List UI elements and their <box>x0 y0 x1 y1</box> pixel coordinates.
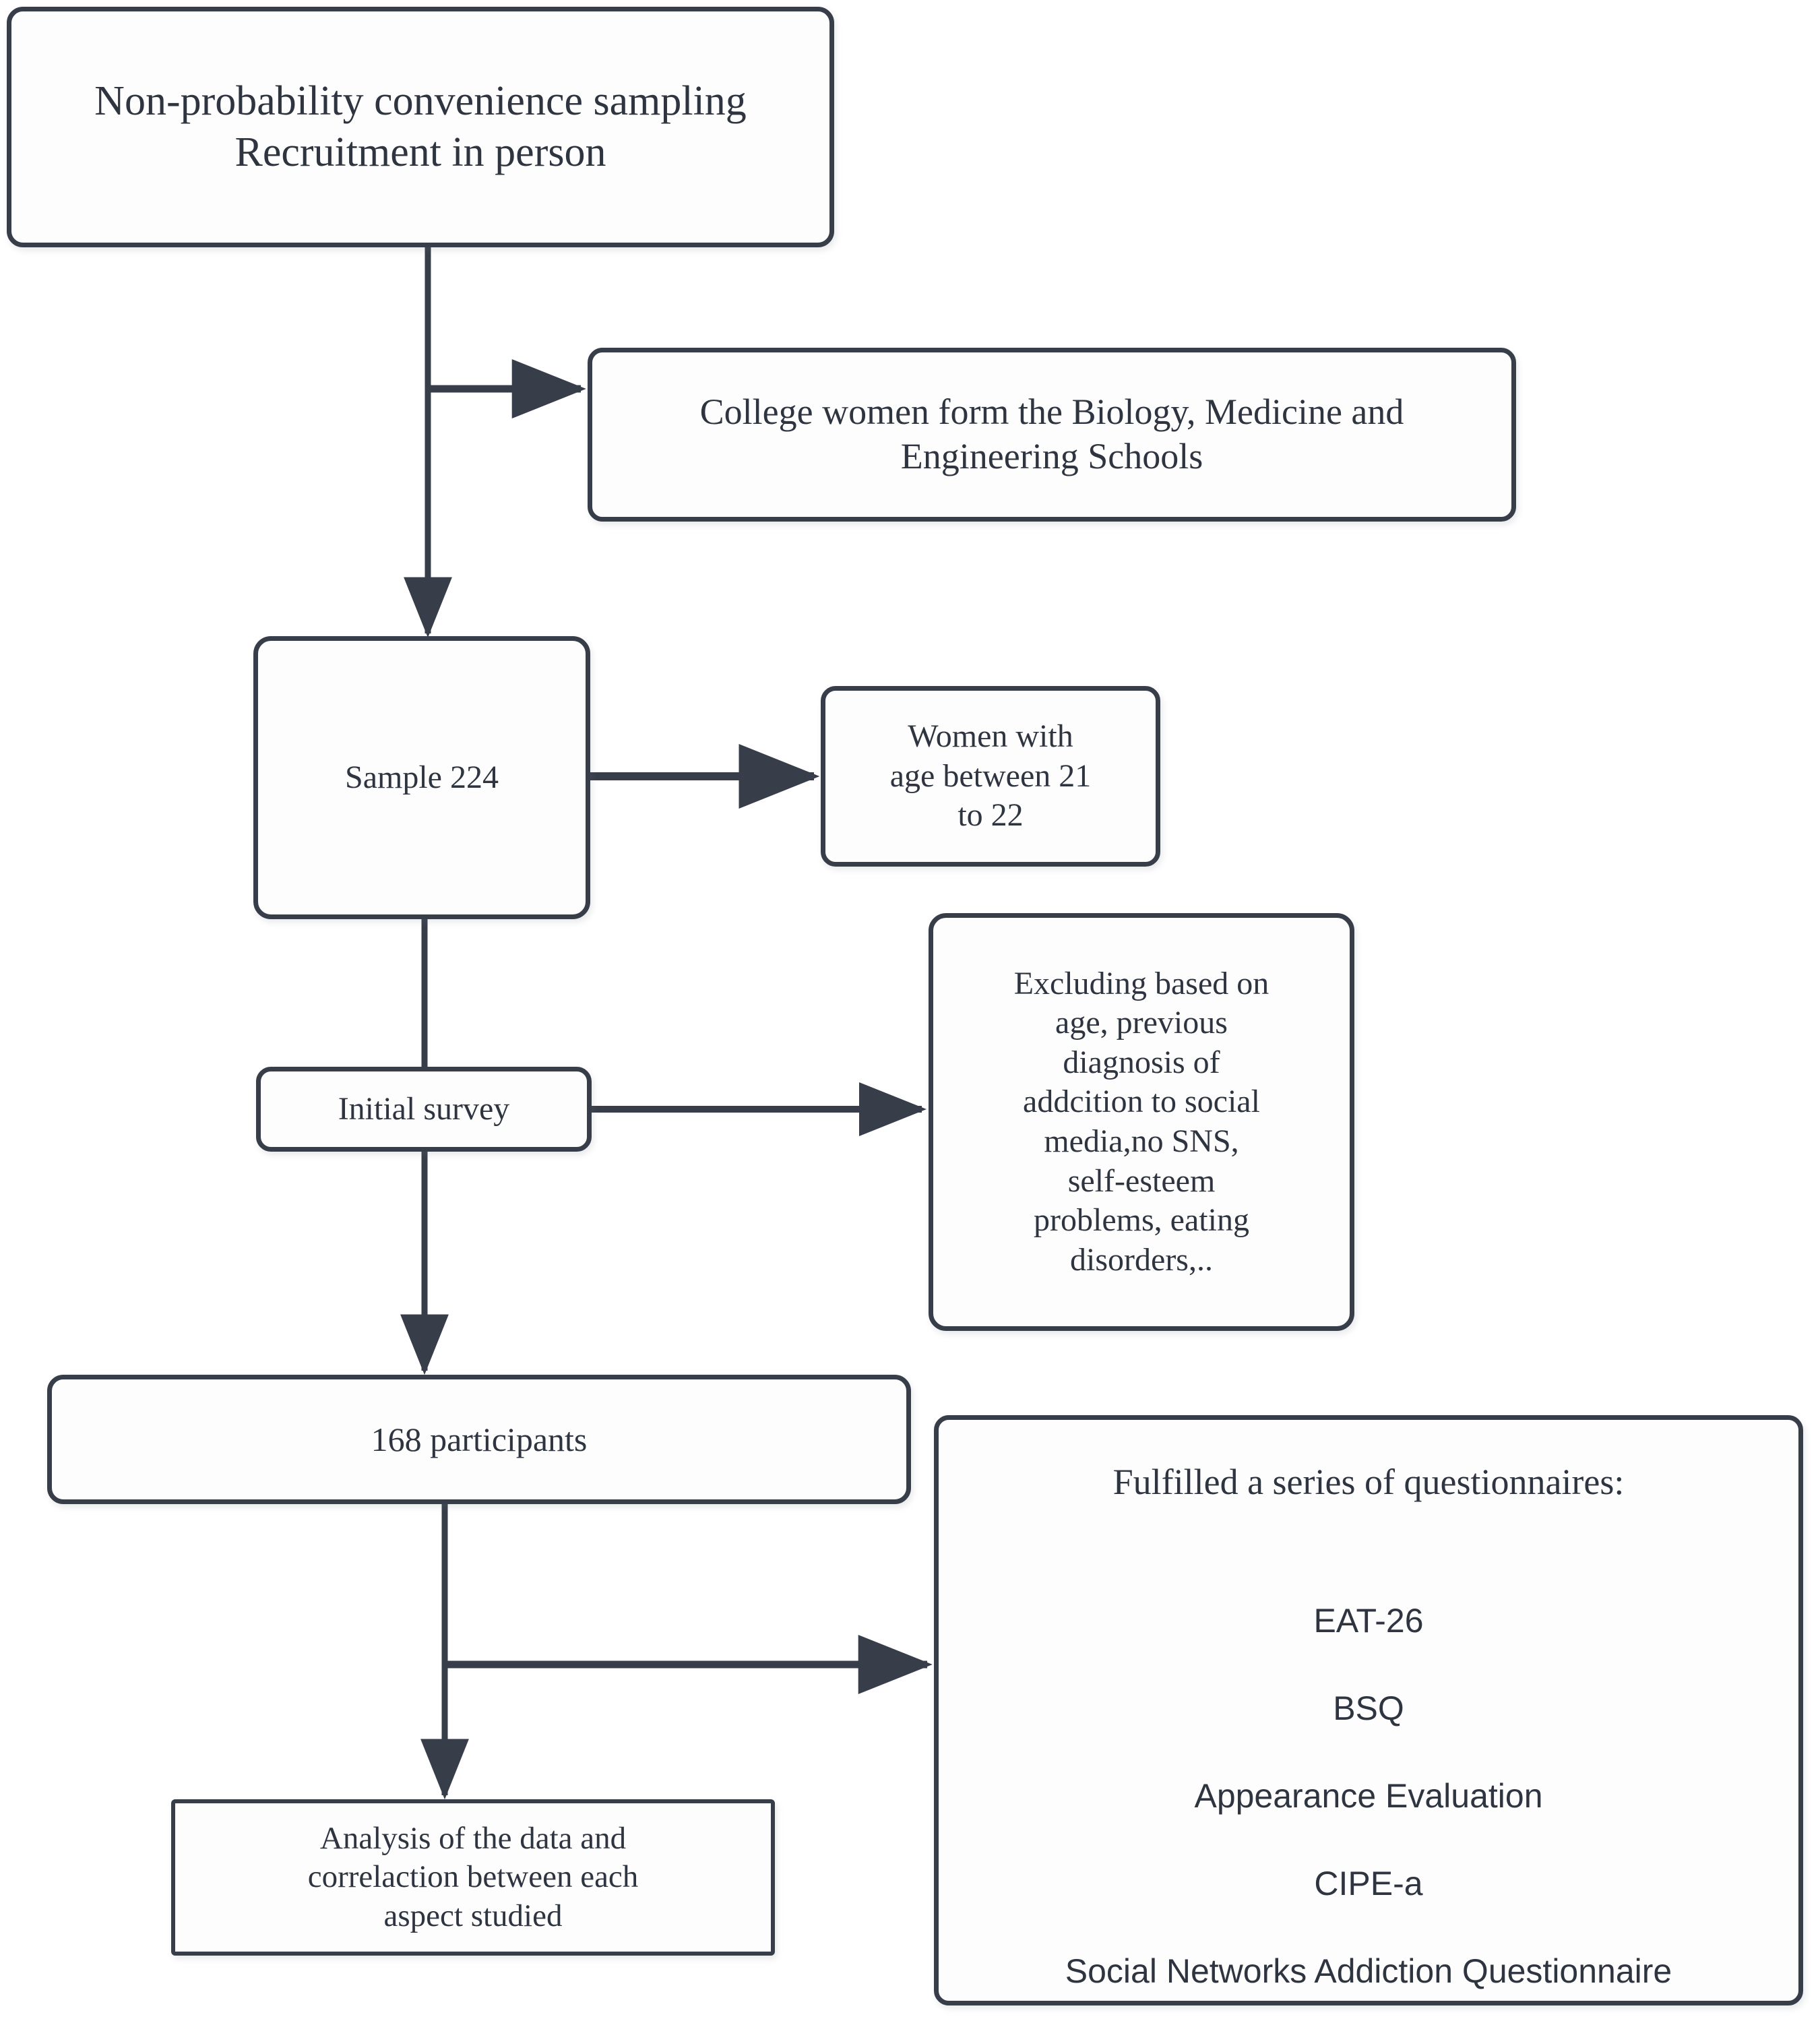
node-exclusion-criteria[interactable]: Excluding based on age, previous diagnos… <box>929 913 1354 1331</box>
questionnaire-item-eat26: EAT-26 <box>1313 1601 1424 1640</box>
questionnaire-item-social-networks-addiction: Social Networks Addiction Questionnaire <box>1065 1952 1672 1990</box>
node-sample-224-label: Sample 224 <box>345 759 499 795</box>
questionnaire-item-cipe-a: CIPE-a <box>1314 1864 1423 1902</box>
node-initial-survey-label: Initial survey <box>338 1090 510 1127</box>
node-women-age-range-label: Women with age between 21 to 22 <box>889 718 1092 834</box>
questionnaires-title: Fulfilled a series of questionnaires: <box>1112 1461 1625 1502</box>
questionnaire-item-bsq: BSQ <box>1333 1689 1404 1727</box>
node-questionnaires[interactable]: Fulfilled a series of questionnaires: EA… <box>934 1415 1803 2005</box>
node-initial-survey[interactable]: Initial survey <box>256 1067 592 1152</box>
node-168-participants[interactable]: 168 participants <box>47 1375 911 1504</box>
node-college-women[interactable]: College women form the Biology, Medicine… <box>588 348 1516 522</box>
node-sampling[interactable]: Non-probability convenience sampling Rec… <box>7 7 834 247</box>
node-sampling-label: Non-probability convenience sampling Rec… <box>94 77 747 175</box>
node-168-participants-label: 168 participants <box>371 1420 588 1458</box>
node-sample-224[interactable]: Sample 224 <box>253 636 590 919</box>
node-data-analysis-label: Analysis of the data and correlaction be… <box>307 1821 639 1933</box>
node-data-analysis[interactable]: Analysis of the data and correlaction be… <box>171 1799 775 1956</box>
node-college-women-label: College women form the Biology, Medicine… <box>699 392 1404 476</box>
questionnaire-item-appearance-evaluation: Appearance Evaluation <box>1194 1776 1543 1815</box>
questionnaires-list: EAT-26 BSQ Appearance Evaluation CIPE-a … <box>948 1555 1789 2023</box>
node-exclusion-criteria-label: Excluding based on age, previous diagnos… <box>1013 965 1269 1278</box>
node-questionnaires-body: Fulfilled a series of questionnaires: EA… <box>939 1447 1798 2023</box>
node-women-age-range[interactable]: Women with age between 21 to 22 <box>821 686 1160 867</box>
